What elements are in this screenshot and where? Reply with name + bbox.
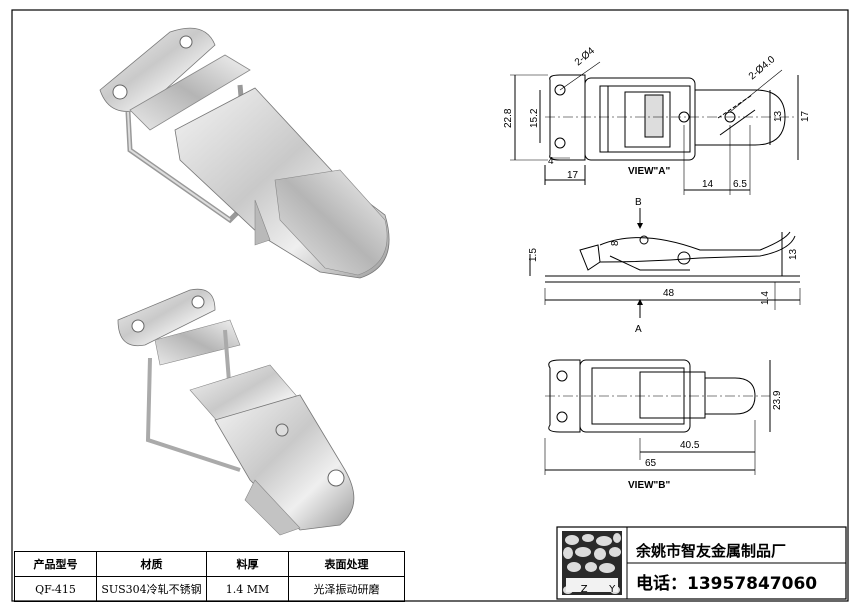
latch-render-open [117,288,355,536]
header-model: 产品型号 [14,551,97,577]
spec-header-row: 产品型号 材质 料厚 表面处理 [14,551,405,577]
dim-15-2: 15.2 [529,108,540,128]
dim-14: 14 [702,179,714,190]
value-material: SUS304冷轧不锈钢 [96,576,207,602]
dim-65: 65 [645,458,657,469]
view-a-drawing [510,61,799,195]
dim-17-bottom: 17 [567,170,579,181]
dim-1-5: 1.5 [528,248,539,262]
view-b-caption: VIEW"B" [628,480,671,491]
dim-13: 13 [773,110,784,122]
header-material: 材质 [96,551,207,577]
company-logo [562,531,622,595]
company-phone: 电话：13957847060 [636,574,818,594]
dim-1-4: 1.4 [760,291,771,305]
side-view-dims: B A 1.5 8 48 13 1.4 [528,197,799,335]
dim-13-side: 13 [788,248,799,260]
dim-22-8: 22.8 [503,108,514,128]
dim-48: 48 [663,288,675,299]
logo-letters: Z Y [570,584,626,595]
side-arrow-b: B [635,197,642,208]
latch-render-closed [99,27,390,279]
view-b-drawing [544,359,771,475]
dim-40-5: 40.5 [680,440,700,451]
dim-8: 8 [610,240,621,246]
dim-2-phi4: 2-Ø4 [573,45,597,68]
dim-4: 4 [548,156,554,167]
spec-value-row: QF-415 SUS304冷轧不锈钢 1.4 MM 光泽振动研磨 [14,576,405,602]
view-b-dims: 23.9 40.5 65 VIEW"B" [628,390,783,491]
dim-17-right: 17 [800,110,811,122]
header-surface: 表面处理 [288,551,405,577]
sheet-border [11,9,849,602]
view-a-caption: VIEW"A" [628,166,671,177]
value-surface: 光泽振动研磨 [288,576,405,602]
logo-letter-z: Z [580,584,588,595]
dim-23-9: 23.9 [772,390,783,410]
value-model: QF-415 [14,576,97,602]
side-arrow-a: A [635,324,642,335]
header-thickness: 料厚 [206,551,289,577]
side-view-drawing [529,208,801,318]
dim-6-5: 6.5 [733,179,747,190]
spec-table: 产品型号 材质 料厚 表面处理 QF-415 SUS304冷轧不锈钢 1.4 M… [14,551,405,602]
logo-letter-y: Y [609,584,616,595]
company-name: 余姚市智友金属制品厂 [636,542,787,560]
dim-2-phi4-0: 2-Ø4.0 [747,54,778,82]
value-thickness: 1.4 MM [206,576,289,602]
